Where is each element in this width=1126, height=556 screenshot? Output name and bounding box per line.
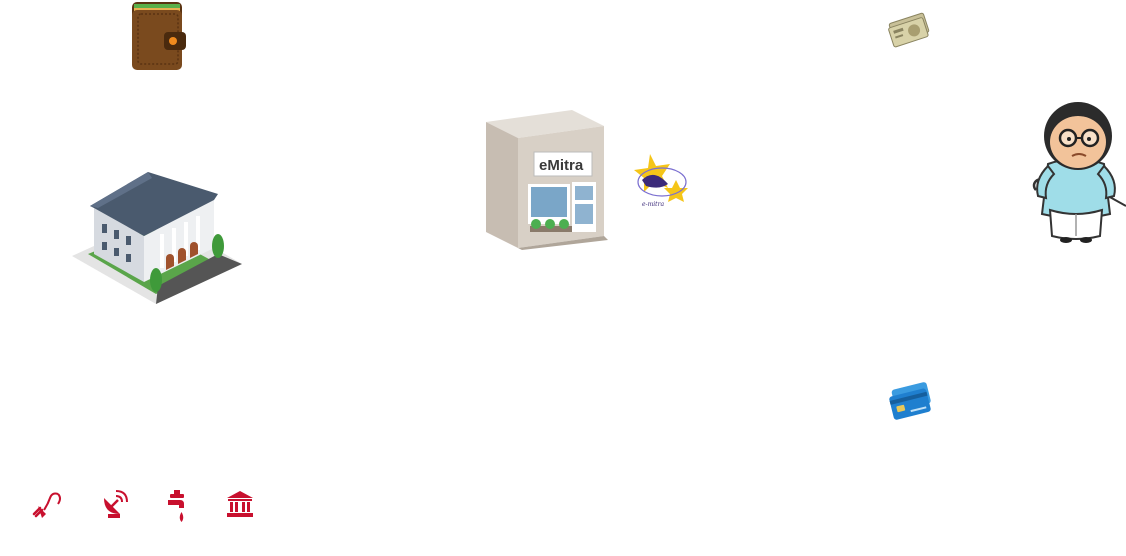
emitra-logo-icon: e-mitra <box>634 154 688 208</box>
emitra-kiosk-icon: eMitra <box>486 110 608 250</box>
water-tap-icon <box>168 490 184 522</box>
citizen-character-icon <box>1032 102 1126 243</box>
electricity-icon <box>32 492 61 518</box>
currency-notes-icon <box>888 12 930 48</box>
dish-tv-icon <box>104 490 128 518</box>
government-building-icon <box>72 172 242 304</box>
kiosk-sign-label: eMitra <box>539 157 584 174</box>
emitra-logo-label: e-mitra <box>642 201 664 208</box>
credit-card-icon <box>889 382 931 420</box>
bank-icon <box>227 491 253 517</box>
wallet-icon <box>132 2 186 70</box>
